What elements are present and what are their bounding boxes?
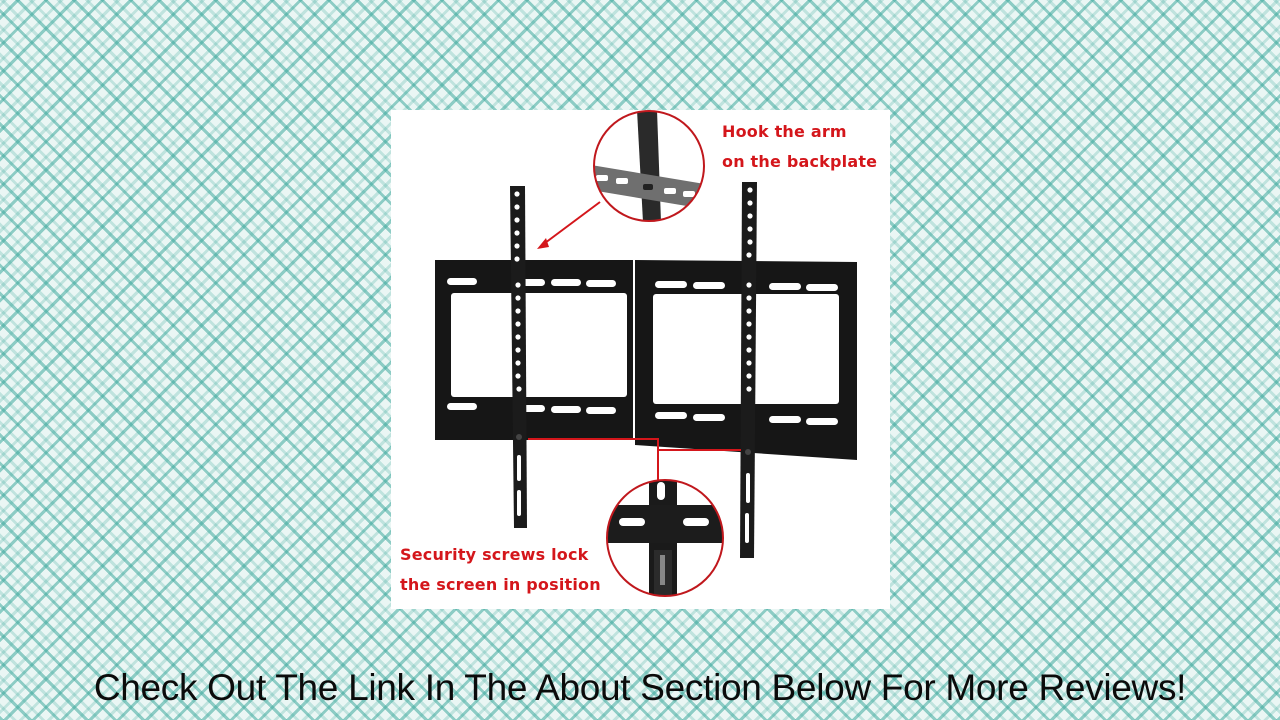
product-image-panel: Hook the arm on the backplate Security s… bbox=[391, 110, 890, 609]
callout-bottom-line2: the screen in position bbox=[400, 575, 601, 594]
right-arm bbox=[740, 182, 757, 558]
footer-caption: Check Out The Link In The About Section … bbox=[93, 667, 1187, 708]
callout-top-line1: Hook the arm bbox=[722, 122, 847, 141]
screw-detail-zoom bbox=[528, 438, 741, 597]
security-screws-callout: Security screws lock the screen in posit… bbox=[400, 540, 601, 600]
left-arm bbox=[510, 186, 527, 528]
tv-wall-mount-illustration bbox=[435, 110, 857, 597]
callout-bottom-line1: Security screws lock bbox=[400, 545, 589, 564]
callout-top-line2: on the backplate bbox=[722, 152, 878, 171]
hook-detail-zoom bbox=[537, 110, 705, 249]
hook-arm-callout: Hook the arm on the backplate bbox=[722, 117, 877, 177]
